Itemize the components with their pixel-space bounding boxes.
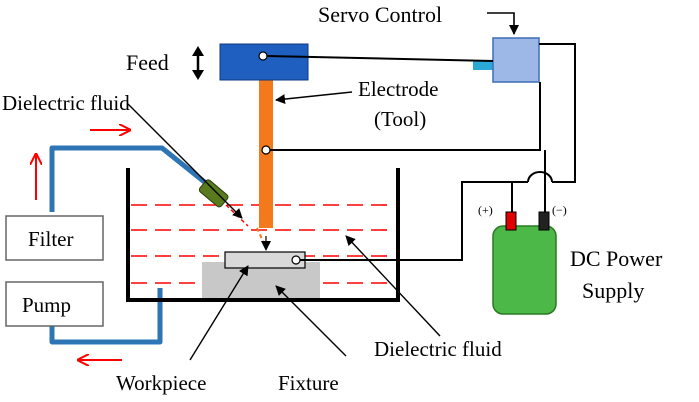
electrode-label: Electrode <box>358 77 438 101</box>
feed-terminal <box>258 51 268 61</box>
supply-label: Supply <box>582 278 644 303</box>
feed-label: Feed <box>126 50 169 75</box>
workpiece-label: Workpiece <box>116 371 206 395</box>
filter-label: Filter <box>28 227 74 251</box>
leader-lines <box>127 91 441 361</box>
flow-arrows <box>36 130 130 360</box>
dielectric-fluid-top-label: Dielectric fluid <box>2 91 130 115</box>
positive-polarity-label: (+) <box>478 203 493 217</box>
dielectric-fluid-bottom-label: Dielectric fluid <box>374 337 502 361</box>
feed-arrow-icon <box>192 46 204 80</box>
electrode-terminal <box>261 145 271 155</box>
pump-label: Pump <box>22 293 71 317</box>
fixture-label: Fixture <box>278 371 339 395</box>
servo-control-label: Servo Control <box>318 2 442 27</box>
dielectric-tank <box>126 168 400 302</box>
servo-connector <box>473 60 495 70</box>
electrode-spark-gap <box>256 227 267 249</box>
nozzle <box>198 179 249 227</box>
wiring <box>266 43 576 261</box>
negative-polarity-label: (−) <box>552 203 567 217</box>
pump-box <box>5 281 104 327</box>
feed-block <box>219 43 309 81</box>
negative-terminal <box>538 211 550 231</box>
workpiece-terminal <box>291 255 301 265</box>
positive-terminal <box>505 211 517 231</box>
dc-power-supply <box>492 225 557 315</box>
tool-label: (Tool) <box>374 107 426 131</box>
filter-box <box>5 215 104 261</box>
servo-control-box <box>492 37 540 83</box>
dc-power-label: DC Power <box>570 246 663 271</box>
servo-control-arrow <box>487 12 519 35</box>
